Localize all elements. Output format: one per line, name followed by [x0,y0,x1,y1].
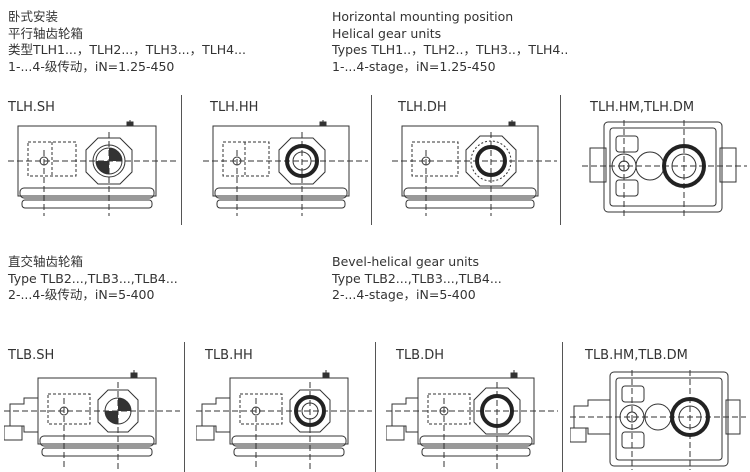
label-tlb-sh: TLB.SH [8,348,55,363]
tlh-english-description: Horizontal mounting position Helical gea… [332,9,568,75]
divider [560,95,561,225]
label-tlh-hm-dm: TLH.HM,TLH.DM [590,100,695,115]
tlb-en-line-3: 2-...4-stage，iN=5-400 [332,287,476,302]
tlb-cn-line-2: Type TLB2...,TLB3...,TLB4... [8,270,178,286]
tlb-en-line-1: Bevel-helical gear units [332,254,480,269]
tlh-cn-line-4: 1-...4-级传动，iN=1.25-450 [8,58,175,74]
label-tlh-sh: TLH.SH [8,100,55,115]
tlh-en-line-1: Horizontal mounting position [332,9,514,24]
tlh-chinese-description: 卧式安装 平行轴齿轮箱 类型TLH1...，TLH2...，TLH3...，TL… [8,9,246,75]
tlh-en-line-4: 1-...4-stage，iN=1.25-450 [332,58,496,74]
tlb-english-description: Bevel-helical gear units Type TLB2...,TL… [332,254,502,304]
label-tlh-hh: TLH.HH [210,100,259,115]
divider [181,95,182,225]
tlh-cn-line-2: 平行轴齿轮箱 [8,25,84,41]
tlb-en-line-2: Type TLB2...,TLB3...,TLB4... [332,270,502,286]
tlh-cn-line-1: 卧式安装 [8,9,59,24]
label-tlb-hm-dm: TLB.HM,TLB.DM [585,348,688,363]
tlh-en-line-3: Types TLH1..，TLH2..，TLH3..，TLH4.. [332,42,569,57]
divider [371,95,372,225]
gear-unit-drawing-tlb-sh [4,370,180,470]
label-tlb-dh: TLB.DH [396,348,445,363]
divider [184,342,185,472]
gear-unit-drawing-tlh-sh [8,120,176,216]
gear-unit-drawing-tlh-dh [392,120,557,216]
divider [562,342,563,472]
tlb-cn-line-3: 2-...4-级传动，iN=5-400 [8,287,155,302]
tlb-chinese-description: 直交轴齿轮箱 Type TLB2...,TLB3...,TLB4... 2-..… [8,254,178,304]
gear-unit-drawing-tlb-dh [386,370,558,470]
label-tlh-dh: TLH.DH [398,100,447,115]
label-tlb-hh: TLB.HH [205,348,253,363]
tlb-cn-line-1: 直交轴齿轮箱 [8,254,84,269]
divider [375,342,376,472]
gear-unit-drawing-tlh-hm-dm [582,120,747,218]
tlh-en-line-2: Helical gear units [332,25,442,41]
gear-unit-drawing-tlh-hh [203,120,368,216]
gear-unit-drawing-tlb-hm-dm [570,370,746,470]
tlh-cn-line-3: 类型TLH1...，TLH2...，TLH3...，TLH4... [8,42,246,57]
gear-unit-drawing-tlb-hh [196,370,372,470]
